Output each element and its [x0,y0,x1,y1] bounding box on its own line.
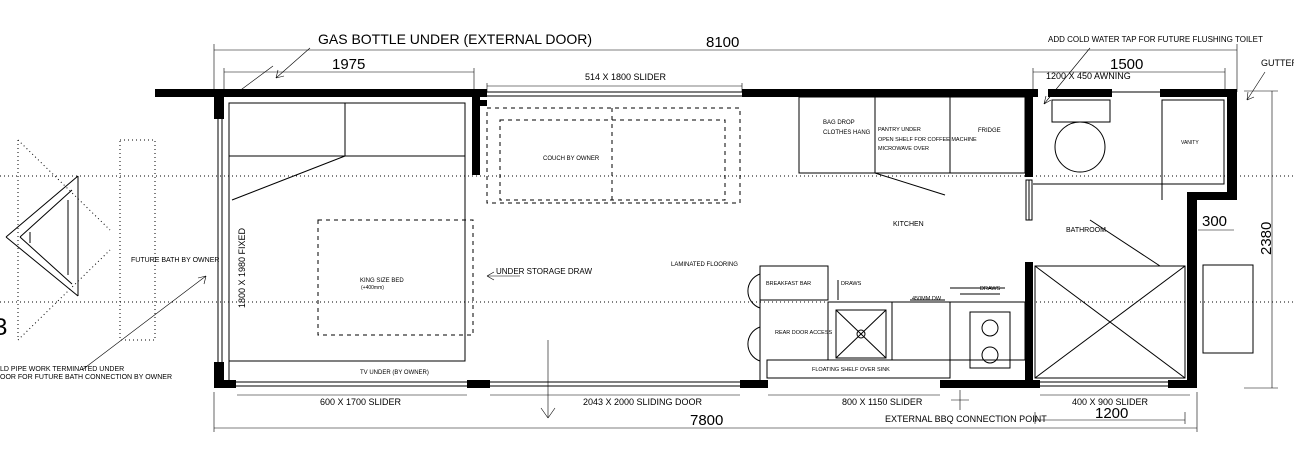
label-under-storage: UNDER STORAGE DRAW [496,267,592,276]
label-breakfast-bar: BREAKFAST BAR [766,281,811,287]
label-clothes-hang: CLOTHES HANG [823,130,871,136]
label-vanity: VANITY [1181,140,1199,146]
label-bag-drop: BAG DROP [823,120,855,126]
note-slider-600: 600 X 1700 SLIDER [320,397,402,407]
walls [155,89,1237,388]
label-dw: 450MM DW [912,296,942,302]
dim-1500: 1500 [1110,56,1143,73]
drawbar [5,139,156,341]
label-couch: COUCH BY OWNER [543,156,600,162]
label-king-bed-1: KING SIZE BED [360,278,404,284]
kitchen [747,96,1026,380]
label-laminated: LAMINATED FLOORING [671,262,738,268]
dim-1975: 1975 [332,56,365,73]
dim-300: 300 [1202,213,1227,230]
label-pantry-2: OPEN SHELF FOR COFFEE MACHINE [878,137,977,143]
label-tv-under: TV UNDER (BY OWNER) [360,370,429,376]
label-bathroom: BATHROOM [1066,227,1106,234]
window-sliders [217,91,1168,387]
label-pantry-3: MICROWAVE OVER [878,146,929,152]
note-pipe-work-2: OOR FOR FUTURE BATH CONNECTION BY OWNER [0,374,172,381]
note-slider-400: 400 X 900 SLIDER [1072,397,1149,407]
note-slider-800: 800 X 1150 SLIDER [842,397,923,407]
label-pantry-1: PANTRY UNDER [878,127,921,133]
label-bed-fixed: 1800 X 1980 FIXED [237,227,247,308]
note-pipe-work-1: LD PIPE WORK TERMINATED UNDER [0,366,124,373]
note-bbq: EXTERNAL BBQ CONNECTION POINT [885,414,1047,424]
note-sliding-door: 2043 X 2000 SLIDING DOOR [583,397,703,407]
dimension-lines [213,44,1278,432]
label-draws-1: DRAWS [841,281,862,287]
label-rear-door: REAR DOOR ACCESS [775,330,832,336]
labels: 8100 1975 1500 7800 1200 300 2380 GAS BO… [0,31,1294,429]
bathroom [1033,99,1254,379]
note-cold-water-tap: ADD COLD WATER TAP FOR FUTURE FLUSHING T… [1048,35,1263,44]
dim-8100: 8100 [706,34,739,51]
living [486,107,741,204]
note-awning: 1200 X 450 AWNING [1046,71,1131,81]
note-future-bath: FUTURE BATH BY OWNER [131,257,219,264]
bedroom [228,102,474,380]
label-kitchen: KITCHEN [893,221,924,228]
note-gutter: GUTTER [1261,58,1294,68]
leader-arrows [81,47,1266,419]
note-letter: 3 [0,314,7,341]
note-gas-bottle: GAS BOTTLE UNDER (EXTERNAL DOOR) [318,31,592,47]
label-king-bed-2: (+400mm) [361,285,384,291]
label-fridge: FRIDGE [978,128,1001,134]
dim-1200: 1200 [1095,405,1128,422]
label-floating-shelf: FLOATING SHELF OVER SINK [812,367,890,373]
note-slider-top: 514 X 1800 SLIDER [585,72,667,82]
dim-2380: 2380 [1258,222,1275,255]
dim-7800: 7800 [690,412,723,429]
label-draws-2: DRAWS [980,286,1001,292]
